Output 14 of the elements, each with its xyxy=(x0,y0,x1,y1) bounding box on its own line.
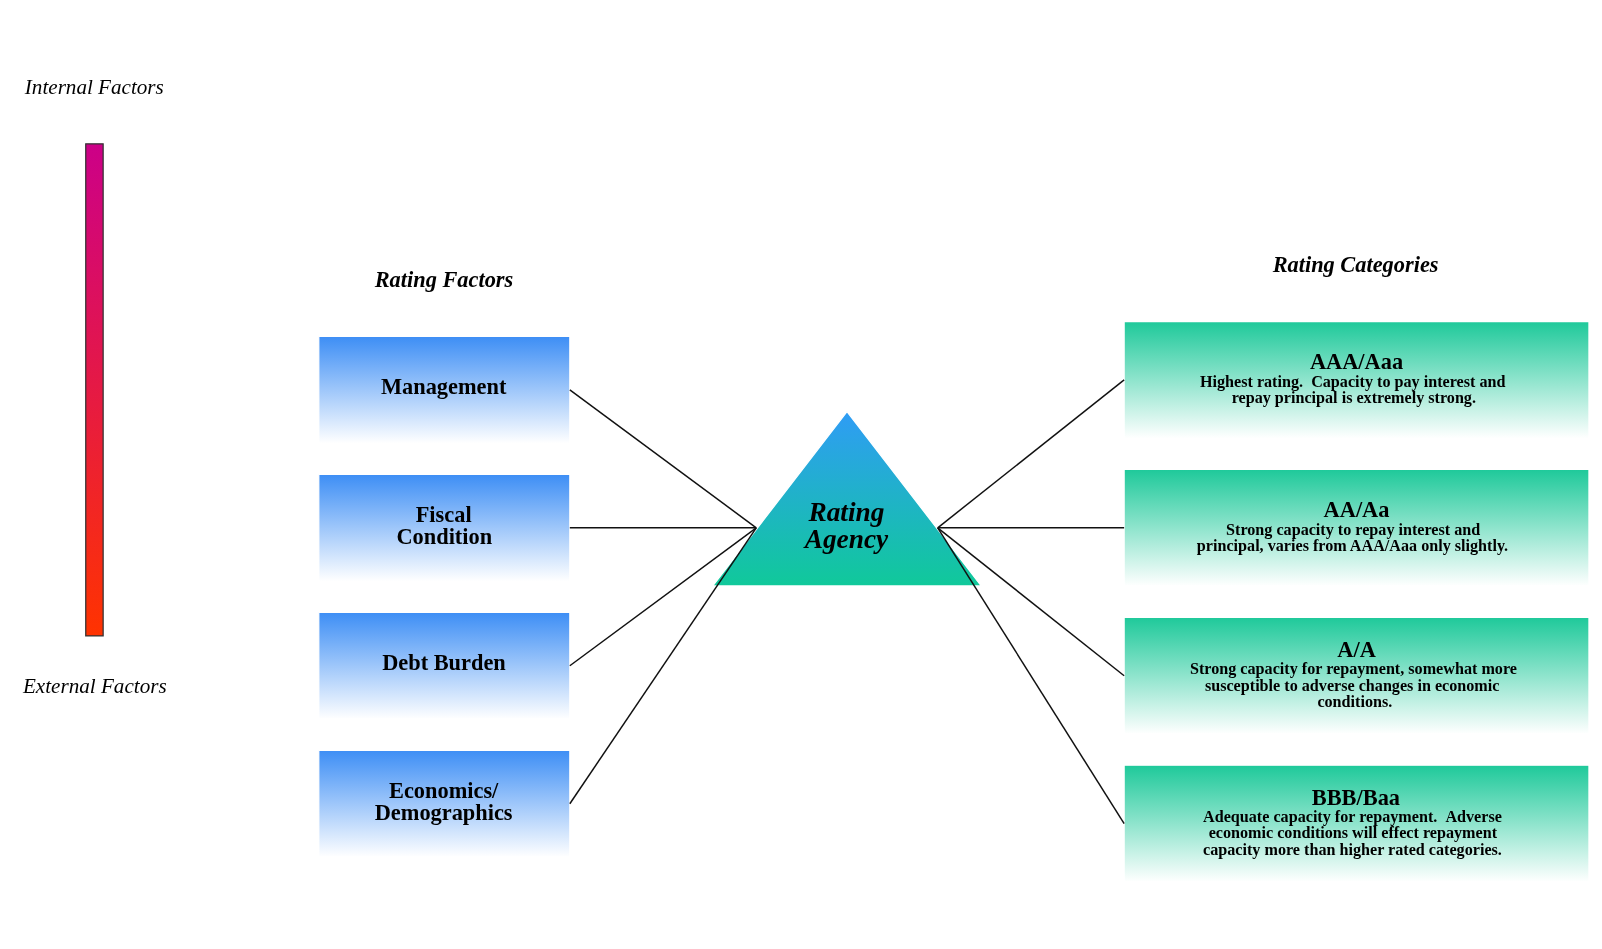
connector xyxy=(936,526,1125,824)
connector xyxy=(936,526,1125,529)
node-box: AAA/Aaa Highest rating. Capacity to pay interest and repay principal is extremely strong. xyxy=(1123,320,1590,439)
connector xyxy=(569,526,757,804)
label: Rating Categories xyxy=(1272,251,1439,277)
node-box: Management xyxy=(318,335,571,444)
label: Rating Factors xyxy=(374,266,514,292)
label: Internal Factors xyxy=(24,74,164,99)
connector xyxy=(569,388,757,529)
connector xyxy=(569,526,757,529)
connector xyxy=(936,378,1125,529)
connector xyxy=(936,526,1125,676)
label: External Factors xyxy=(22,673,167,698)
connector xyxy=(569,526,757,667)
